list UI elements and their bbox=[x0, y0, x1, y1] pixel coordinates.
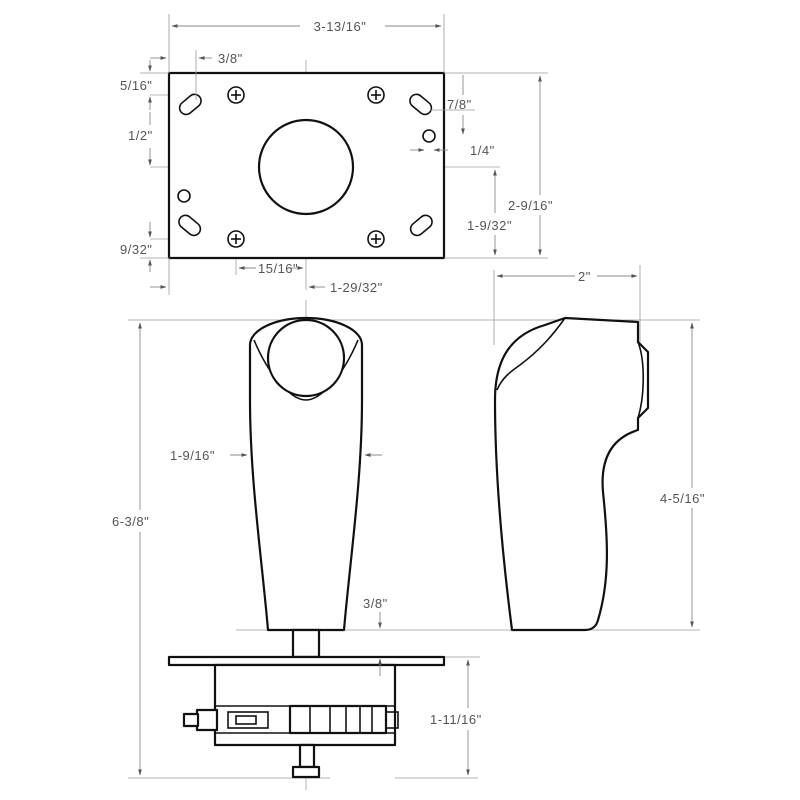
label-grip-height: 4-5/16" bbox=[660, 491, 705, 506]
label-plate-height: 2-9/16" bbox=[508, 198, 553, 213]
small-hole-right bbox=[422, 129, 436, 143]
screw-top-right bbox=[367, 86, 385, 104]
label-plate-width: 3-13/16" bbox=[314, 19, 367, 34]
label-hole-x: 15/16" bbox=[258, 261, 298, 276]
cam-block bbox=[288, 704, 388, 735]
shaft-hole bbox=[257, 118, 355, 216]
label-shaft-gap: 3/8" bbox=[363, 596, 388, 611]
label-small-hole: 1/4" bbox=[470, 143, 495, 158]
switch-lever bbox=[182, 712, 200, 728]
handle-grip-side bbox=[493, 316, 650, 632]
mounting-plate-view: 3-13/16" 3/8" 5/16" 1/2" 7/8" 1/4" 2-9/1… bbox=[120, 14, 553, 295]
handle-front-view: 6-3/8" 1-9/16" 3/8" 1-11/16" bbox=[112, 300, 700, 790]
handle-side-view: 2" 4-5/16" bbox=[493, 265, 705, 632]
screw-bottom-right bbox=[367, 230, 385, 248]
screw-top-left bbox=[227, 86, 245, 104]
label-side-depth: 2" bbox=[578, 269, 591, 284]
handle-grip-front bbox=[248, 316, 364, 632]
label-overall-height: 6-3/8" bbox=[112, 514, 149, 529]
label-slot-spacing: 7/8" bbox=[447, 97, 472, 112]
label-center-x: 1-29/32" bbox=[330, 280, 383, 295]
label-bottom-margin: 9/32" bbox=[120, 242, 152, 257]
shaft-nut bbox=[291, 765, 321, 779]
label-grip-width: 1-9/16" bbox=[170, 448, 215, 463]
shaft-bottom bbox=[298, 743, 316, 769]
handle-ball-top bbox=[266, 318, 346, 398]
label-top-margin: 5/16" bbox=[120, 78, 152, 93]
slot-bottom-right bbox=[409, 214, 433, 237]
label-slot-to-hole: 1/2" bbox=[128, 128, 153, 143]
slot-top-right bbox=[409, 93, 433, 116]
slot-bottom-left bbox=[178, 214, 202, 237]
small-hole-left bbox=[177, 189, 191, 203]
label-hole-offset: 3/8" bbox=[218, 51, 243, 66]
shaft bbox=[291, 628, 321, 659]
screw-bottom-left bbox=[227, 230, 245, 248]
label-center-height: 1-9/32" bbox=[467, 218, 512, 233]
slot-top-left bbox=[178, 93, 202, 116]
label-base-height: 1-11/16" bbox=[430, 712, 482, 727]
switch-body bbox=[195, 708, 219, 732]
base-plate bbox=[167, 655, 446, 667]
